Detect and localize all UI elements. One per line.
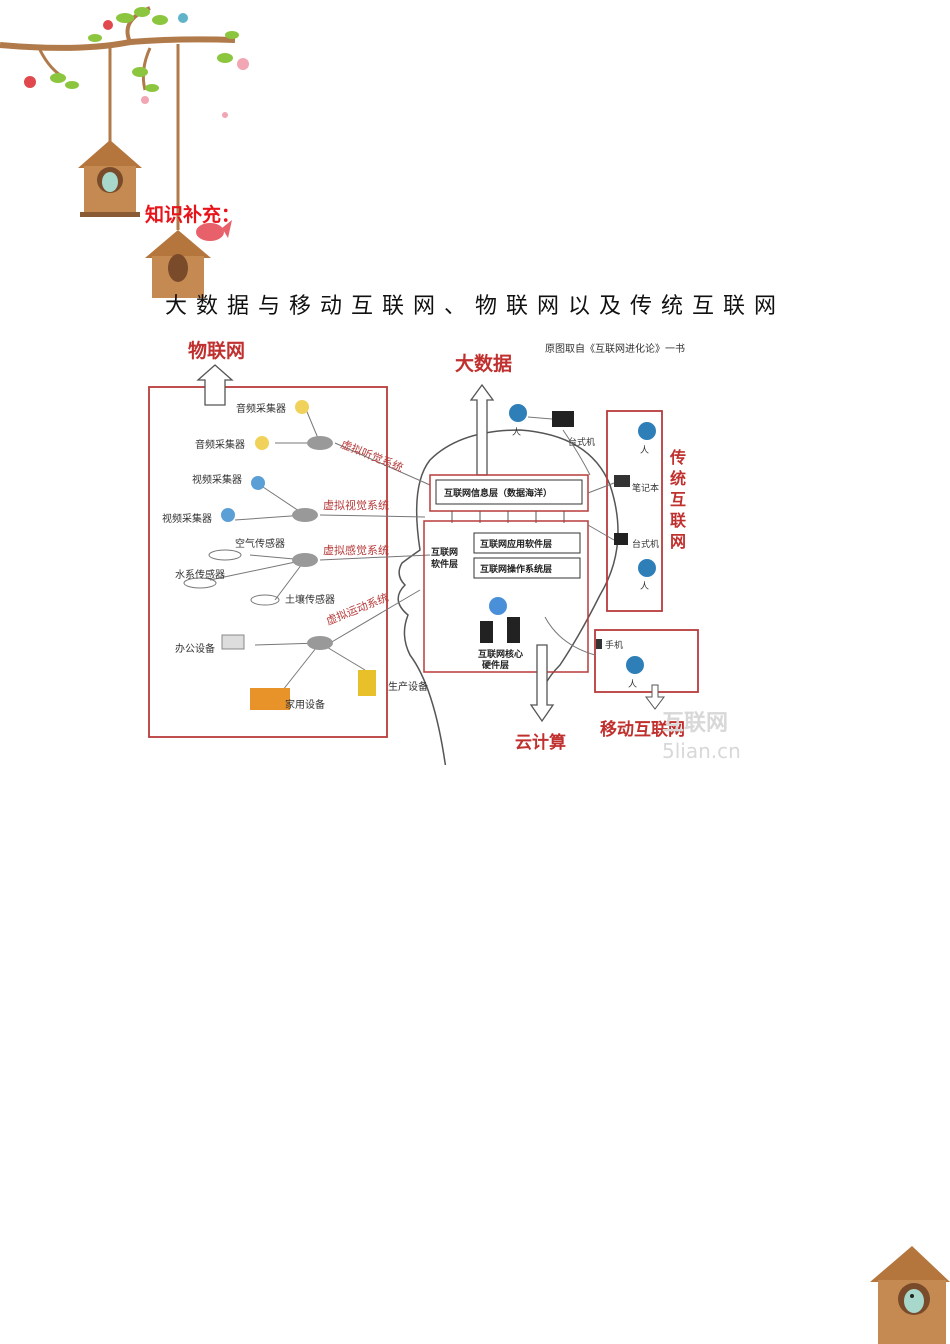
person-icon (638, 559, 656, 577)
video-collector-icon (251, 476, 265, 490)
person-label: 人 (640, 445, 649, 456)
hardware-layer-label: 互联网核心硬件层 (478, 648, 523, 671)
watermark-en: 5lian.cn (662, 739, 741, 763)
cloud-down-arrow-icon (529, 644, 555, 723)
person-icon (638, 422, 656, 440)
mobile-internet-title: 移动互联网 (600, 719, 685, 740)
mobile-internet-box (594, 629, 699, 693)
desktop-label: 台式机 (632, 538, 659, 550)
traditional-internet-box (606, 410, 663, 612)
person-label: 人 (628, 679, 637, 690)
system-label: 虚拟听觉系统 (339, 437, 405, 475)
traditional-internet-title: 传统互联网 (669, 448, 686, 551)
system-label: 虚拟视觉系统 (323, 498, 389, 512)
device-label: 音频采集器 (195, 438, 245, 451)
desktop-label: 台式机 (568, 436, 595, 448)
iot-title: 物联网 (188, 339, 245, 362)
device-label: 生产设备 (388, 680, 428, 693)
info-layer-label: 互联网信息层（数据海洋） (444, 487, 552, 499)
device-label: 视频采集器 (192, 473, 242, 486)
person-label: 人 (512, 427, 521, 438)
desktop-icon (614, 533, 628, 545)
audio-collector-icon (295, 400, 309, 414)
person-icon (626, 656, 644, 674)
phone-icon (596, 639, 602, 649)
router-icon (489, 597, 507, 615)
watermark-cn: 互联网 (662, 711, 728, 736)
birdhouse-decoration (870, 1246, 950, 1344)
software-layer-box (423, 520, 589, 673)
video-collector-icon (221, 508, 235, 522)
device-label: 土壤传感器 (285, 593, 335, 606)
iot-up-arrow-icon (196, 364, 234, 406)
server-icon (507, 617, 520, 643)
laptop-icon (614, 475, 630, 487)
device-label: 空气传感器 (235, 537, 285, 550)
server-icon (480, 621, 493, 643)
internet-evolution-diagram: 物联网 音频采集器 音频采集器 视频采集器 视频采集器 空气传感器 水系传感器 … (148, 339, 741, 765)
device-label: 视频采集器 (162, 512, 212, 525)
app-layer-label: 互联网应用软件层 (480, 538, 552, 550)
page-title: 大数据与移动互联网、物联网以及传统互联网 (164, 294, 785, 319)
knowledge-supplement-label: 知识补充： (145, 204, 241, 226)
app-layer-box (473, 532, 581, 554)
desktop-icon (552, 411, 574, 427)
big-data-title: 大数据 (455, 352, 512, 375)
system-label: 虚拟感觉系统 (323, 543, 389, 557)
person-icon (509, 404, 527, 422)
os-layer-box (473, 557, 581, 579)
mobile-down-arrow-icon (645, 684, 665, 710)
device-label: 办公设备 (175, 642, 215, 655)
audio-collector-icon (255, 436, 269, 450)
big-data-up-arrow-icon (469, 383, 495, 476)
cloud-title: 云计算 (515, 732, 566, 753)
laptop-label: 笔记本 (632, 482, 659, 494)
phone-label: 手机 (605, 639, 623, 651)
person-label: 人 (640, 581, 649, 592)
head-outline (397, 429, 619, 765)
os-layer-label: 互联网操作系统层 (480, 563, 552, 575)
software-layer-label: 互联网软件层 (431, 546, 458, 570)
device-label: 水系传感器 (175, 568, 225, 581)
device-label: 家用设备 (285, 698, 325, 711)
branch-decoration (0, 6, 249, 298)
info-layer-box (435, 479, 583, 505)
forklift-icon (358, 670, 376, 696)
household-device-icon (250, 688, 290, 710)
iot-box (148, 386, 388, 738)
printer-icon (221, 634, 245, 650)
source-note: 原图取自《互联网进化论》一书 (545, 342, 685, 355)
device-label: 音频采集器 (236, 402, 286, 415)
